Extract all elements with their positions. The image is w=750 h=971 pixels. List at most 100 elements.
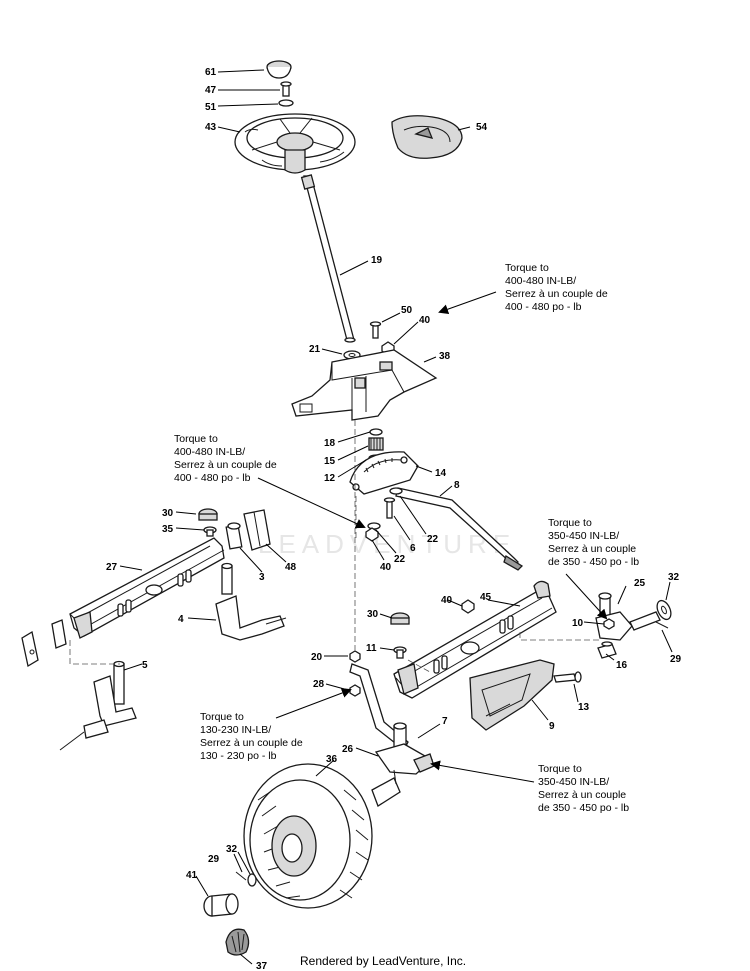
grease-fitting-part-11 [393,646,407,659]
callout-6: 6 [410,543,416,554]
hub-cap-part-37 [225,928,250,956]
callout-45: 45 [480,592,492,603]
svg-text:Torque to: Torque to [200,711,244,723]
washer-part-32-lower [247,873,257,887]
steering-bracket-part-38 [291,349,438,421]
washer-part-18 [369,428,383,436]
nut-part-40-right [461,599,475,614]
watermark: LEADVENTURE [258,529,516,559]
svg-text:Serrez à un couple: Serrez à un couple [548,543,636,555]
callout-54: 54 [476,122,488,133]
washer-part-51 [278,99,294,107]
washer-part-32-upper [656,599,672,621]
callout-30-upper: 30 [162,508,174,519]
callout-11: 11 [366,643,377,654]
callout-20: 20 [311,652,323,663]
cap-part-30-upper [198,508,218,521]
callout-27: 27 [106,562,118,573]
svg-text:Serrez à un couple de: Serrez à un couple de [505,288,608,300]
svg-text:Torque to: Torque to [505,262,549,274]
callout-40-right: 40 [441,595,453,606]
callout-48: 48 [285,562,297,573]
callout-43: 43 [205,122,217,133]
ball-joint-part-16 [597,641,617,659]
front-axle-part-45 [393,580,557,699]
callout-61: 61 [205,67,217,78]
svg-text:400-480 IN-LB/: 400-480 IN-LB/ [505,275,576,287]
steering-shaft-part-19 [300,174,356,343]
spacer-part-22-right [389,487,403,495]
svg-text:Serrez à un couple de: Serrez à un couple de [200,737,303,749]
svg-text:Serrez à un couple: Serrez à un couple [538,789,626,801]
callout-36: 36 [326,754,338,765]
assembly-centerlines [69,420,600,673]
spindle-right-part-25 [595,592,661,641]
callout-19: 19 [371,255,383,266]
spindle-part-5 [59,660,137,751]
torque-note-middle-left: Torque to 400-480 IN-LB/ Serrez à un cou… [174,433,277,484]
bolt-part-13 [553,671,582,683]
torque-note-right-spindle: Torque to 350-450 IN-LB/ Serrez à un cou… [548,517,639,568]
callout-40-middle: 40 [380,562,392,573]
torque-note-lower-left: Torque to 130-230 IN-LB/ Serrez à un cou… [200,711,303,762]
callout-26: 26 [342,744,354,755]
callout-47: 47 [205,85,217,96]
cap-part-30-lower [390,612,410,625]
pin-part-29-lower [235,871,247,881]
callout-38: 38 [439,351,451,362]
bolt-part-47 [280,81,292,97]
bushing-part-41 [203,893,239,917]
callout-28: 28 [313,679,325,690]
grease-fitting-part-35 [203,526,217,537]
nut-part-28 [349,684,361,697]
axle-pivot-bushing-left [21,619,67,668]
callout-29-upper: 29 [670,654,682,665]
svg-text:Serrez à un couple de: Serrez à un couple de [174,459,277,471]
svg-text:Torque to: Torque to [174,433,218,445]
drag-link-part-8 [395,487,524,571]
callout-13: 13 [578,702,590,713]
callout-29-lower: 29 [208,854,220,865]
svg-text:350-450 IN-LB/: 350-450 IN-LB/ [548,530,619,542]
sector-gear-part-14 [349,451,419,495]
svg-text:400-480 IN-LB/: 400-480 IN-LB/ [174,446,245,458]
callout-12: 12 [324,473,336,484]
torque-arrows [257,291,608,783]
front-wheel-part-36 [243,763,373,909]
callout-9: 9 [549,721,555,732]
bolt-part-50 [369,321,382,339]
pinion-gear-part-15 [368,437,384,451]
bushing-part-3 [225,522,243,550]
axle-bracket-part-9 [469,659,555,731]
svg-text:130 - 230 po - lb: 130 - 230 po - lb [200,750,277,762]
steering-wheel-cover-part-54 [391,115,463,159]
callout-32-upper: 32 [668,572,680,583]
nut-part-40-middle [365,527,379,542]
callout-labels: 61 47 51 43 54 19 50 40 21 38 18 15 12 1… [106,67,682,971]
spindle-part-4 [215,562,287,641]
callout-25: 25 [634,578,646,589]
callout-51: 51 [205,102,217,113]
callout-14: 14 [435,468,447,479]
svg-text:350-450 IN-LB/: 350-450 IN-LB/ [538,776,609,788]
callout-15: 15 [324,456,336,467]
front-axle-part-27 [69,537,225,639]
callout-21: 21 [309,344,321,355]
torque-note-upper-right: Torque to 400-480 IN-LB/ Serrez à un cou… [505,262,608,313]
callout-37: 37 [256,961,268,971]
nut-part-20 [349,650,361,663]
svg-text:Torque to: Torque to [538,763,582,775]
callout-5: 5 [142,660,148,671]
steering-wheel-part-43 [234,113,356,174]
svg-text:de 350 - 450 po - lb: de 350 - 450 po - lb [548,556,639,568]
torque-note-lower-right: Torque to 350-450 IN-LB/ Serrez à un cou… [538,763,629,814]
spacer-part-22-left [367,522,381,530]
callout-35: 35 [162,524,174,535]
spindle-part-26 [371,743,435,807]
callout-18: 18 [324,438,336,449]
callout-3: 3 [259,572,265,583]
callout-4: 4 [178,614,184,625]
bushing-part-48 [243,509,271,551]
callout-8: 8 [454,480,460,491]
